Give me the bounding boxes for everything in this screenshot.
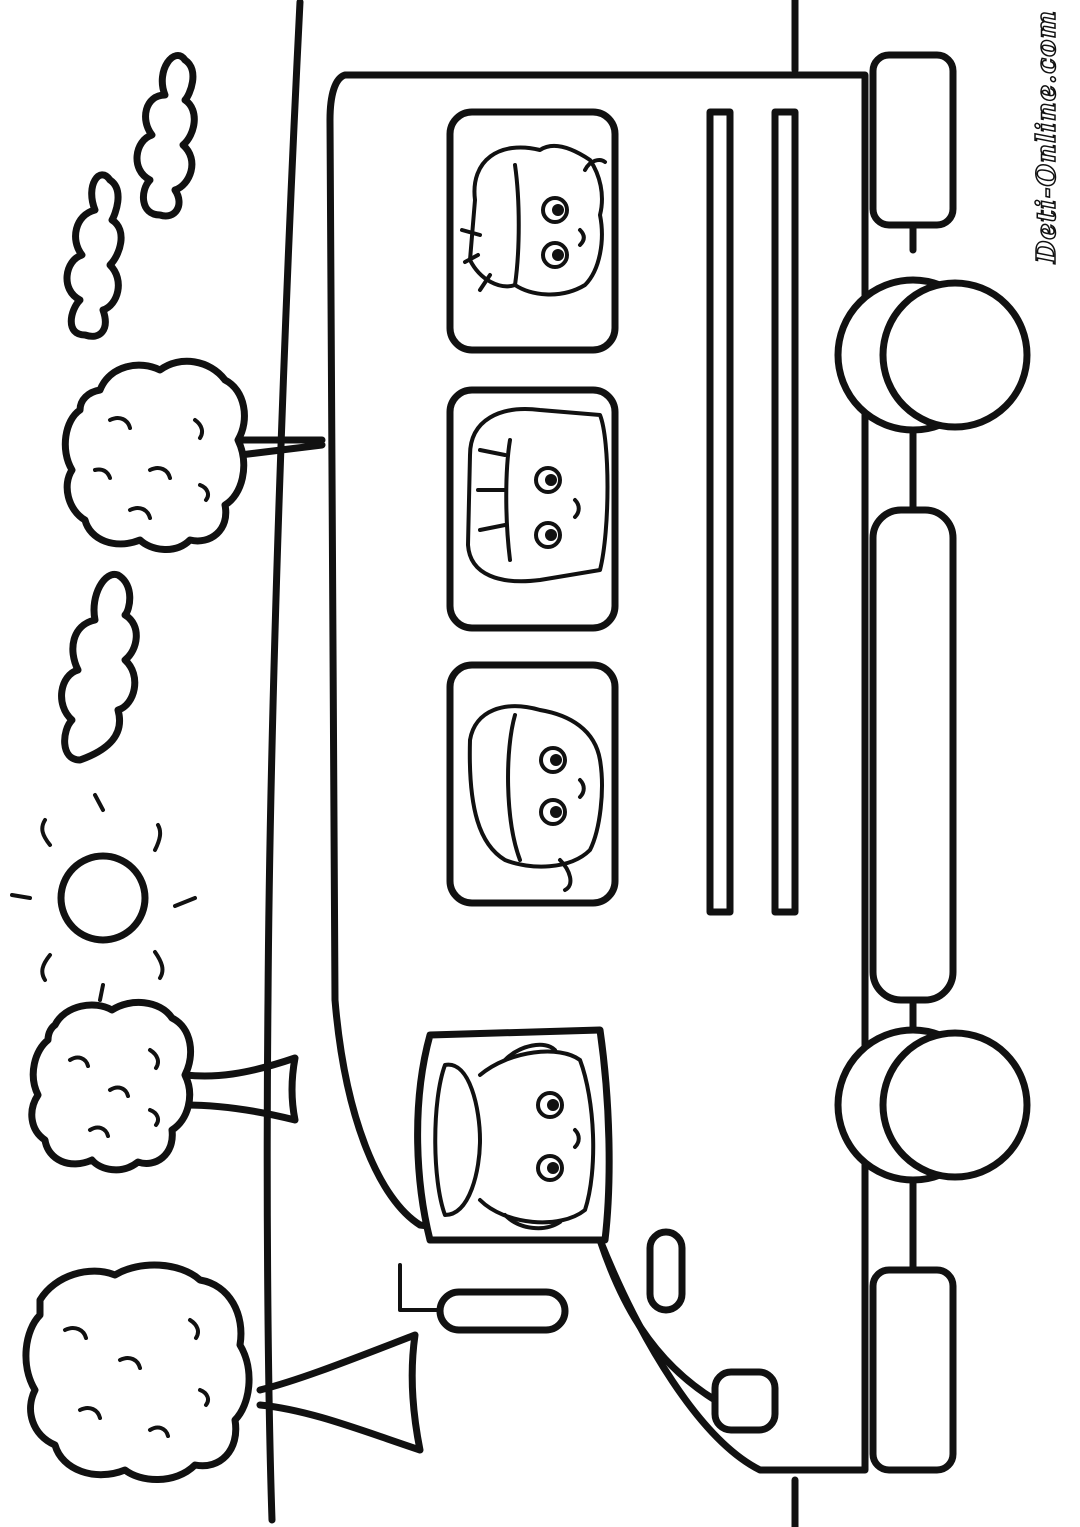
- watermark: Deti-Online.com: [1031, 9, 1063, 264]
- passenger-girl-1: [466, 407, 610, 584]
- bus-bumper-top: [869, 51, 957, 229]
- cloud-3: [58, 570, 140, 764]
- tree-2: [28, 998, 299, 1174]
- passenger-girl-2: [467, 704, 604, 892]
- bus-wheel-rear-hub: [879, 279, 1031, 431]
- bus-front-curve: [596, 1236, 719, 1404]
- bus-front-light: [711, 1368, 779, 1434]
- bus-side-light: [646, 1228, 686, 1314]
- road-line-far: [263, 0, 304, 1524]
- bus-mirror-arm: [398, 1263, 442, 1312]
- tree-1: [61, 357, 326, 553]
- bus-window-2: [446, 386, 619, 632]
- bus-side-skirt: [869, 506, 957, 1004]
- driver: [433, 1042, 596, 1231]
- bus-stripe-1: [706, 108, 734, 916]
- passenger-boy: [460, 143, 607, 297]
- bus-wheel-front-hub: [879, 1029, 1031, 1181]
- bus-window-3: [446, 661, 619, 907]
- bus-stripe-2: [771, 108, 799, 916]
- tree-3: [22, 1261, 424, 1483]
- bus-bumper-bottom: [869, 1266, 957, 1474]
- sun: [10, 793, 197, 1002]
- driver-window: [414, 1026, 613, 1244]
- cloud-1: [133, 52, 198, 220]
- bus-door-handle: [436, 1288, 569, 1334]
- cloud-2: [63, 171, 125, 340]
